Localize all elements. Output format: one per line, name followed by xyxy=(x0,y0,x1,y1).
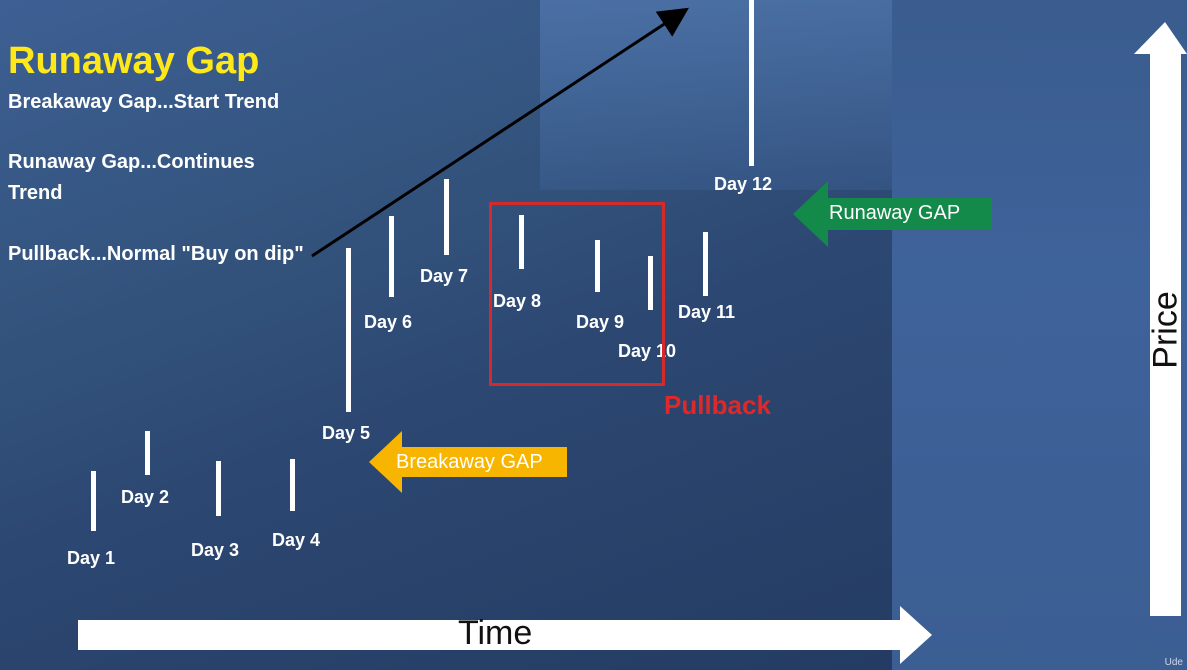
day-label-9: Day 9 xyxy=(576,312,625,332)
slide-title: Runaway Gap xyxy=(8,40,260,82)
note-breakaway: Breakaway Gap...Start Trend xyxy=(8,91,280,113)
runaway-gap-label: Runaway GAP xyxy=(829,202,961,224)
price-axis-arrow xyxy=(1134,22,1187,616)
day-label-6: Day 6 xyxy=(364,312,413,332)
runaway-gap-arrow xyxy=(793,181,992,247)
day-label-2: Day 2 xyxy=(121,487,170,507)
price-bar-day-12 xyxy=(749,0,754,166)
price-axis-label: Price xyxy=(1146,291,1185,369)
price-bar-day-3 xyxy=(216,461,221,516)
note-pullback: Pullback...Normal "Buy on dip" xyxy=(8,243,304,265)
pullback-box xyxy=(489,202,665,386)
trend-arrow xyxy=(311,7,690,258)
price-bar-day-10 xyxy=(648,256,653,310)
day-label-10: Day 10 xyxy=(618,341,677,361)
breakaway-gap-arrow xyxy=(369,431,567,493)
price-bar-day-1 xyxy=(91,471,96,531)
price-bar-day-2 xyxy=(145,431,150,475)
background-highlight xyxy=(540,0,892,190)
price-bar-day-6 xyxy=(389,216,394,297)
pullback-label: Pullback xyxy=(664,390,771,420)
day-label-4: Day 4 xyxy=(272,530,321,550)
right-panel-background xyxy=(892,0,1187,670)
price-bar-day-5 xyxy=(346,248,351,412)
day-label-11: Day 11 xyxy=(678,302,736,322)
day-label-12: Day 12 xyxy=(714,174,773,194)
note-runaway: Runaway Gap...Continues Trend xyxy=(8,151,255,204)
day-label-8: Day 8 xyxy=(493,291,542,311)
price-bar-day-9 xyxy=(595,240,600,292)
day-label-5: Day 5 xyxy=(322,423,371,443)
breakaway-gap-label: Breakaway GAP xyxy=(396,451,543,473)
day-label-3: Day 3 xyxy=(191,540,240,560)
price-bar-day-8 xyxy=(519,215,524,269)
price-bar-day-11 xyxy=(703,232,708,296)
time-axis-arrow xyxy=(78,606,932,664)
price-bar-day-4 xyxy=(290,459,295,511)
day-label-1: Day 1 xyxy=(67,548,116,568)
watermark: Ude xyxy=(1164,657,1183,668)
price-bar-day-7 xyxy=(444,179,449,255)
day-label-7: Day 7 xyxy=(420,266,469,286)
time-axis-label: Time xyxy=(458,614,533,652)
